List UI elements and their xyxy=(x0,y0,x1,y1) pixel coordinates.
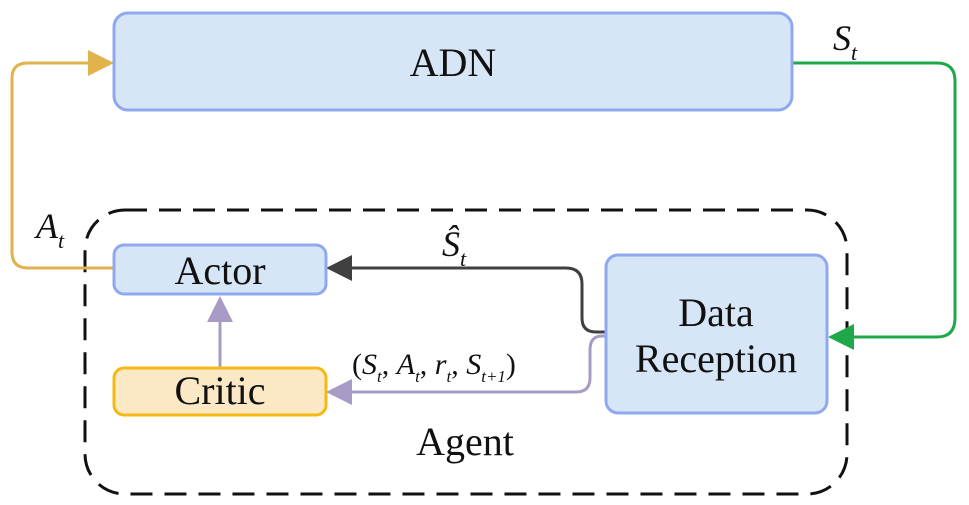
transition-label: (St, At, rt, St+1) xyxy=(352,348,516,386)
adn-label: ADN xyxy=(410,40,497,85)
action-symbol: A xyxy=(34,206,59,246)
state-estimate-subscript: t xyxy=(460,246,467,271)
transition-s-next-sub: t+1 xyxy=(481,367,506,386)
transition-arrow xyxy=(352,334,606,394)
transition-close: ) xyxy=(506,348,516,381)
critic-box xyxy=(112,366,328,417)
critic-label: Critic xyxy=(174,368,265,413)
state-estimate-label: Ŝt xyxy=(442,224,467,271)
transition-r: r xyxy=(435,348,447,381)
agent-label: Agent xyxy=(416,419,514,464)
transition-s-next: S xyxy=(466,348,481,381)
transition-sep2: , xyxy=(420,348,435,381)
data-reception-label-line2: Reception xyxy=(635,336,797,381)
transition-open: ( xyxy=(352,348,362,381)
state-label: St xyxy=(833,18,858,65)
agent-container xyxy=(83,208,849,496)
transition-a: A xyxy=(395,348,416,381)
state-arrowhead xyxy=(828,324,854,350)
action-arrow xyxy=(10,61,114,270)
transition-arrowhead xyxy=(326,379,352,405)
transition-s-sub: t xyxy=(377,367,383,386)
state-estimate-arrowhead xyxy=(326,255,352,281)
data-reception-box xyxy=(604,253,829,415)
actor-label: Actor xyxy=(174,248,265,293)
state-subscript: t xyxy=(851,40,858,65)
state-arrow xyxy=(792,61,957,339)
action-label: At xyxy=(34,206,65,253)
transition-r-sub: t xyxy=(446,367,452,386)
transition-sep3: , xyxy=(451,348,466,381)
action-arrowhead xyxy=(88,50,114,76)
data-reception-label-line1: Data xyxy=(678,290,754,335)
state-estimate-symbol: Ŝ xyxy=(442,224,460,264)
transition-sep1: , xyxy=(382,348,397,381)
actor-box xyxy=(112,243,328,296)
transition-a-sub: t xyxy=(415,367,421,386)
state-symbol: S xyxy=(833,18,851,58)
action-subscript: t xyxy=(58,228,65,253)
critic-to-actor-arrowhead xyxy=(207,296,233,322)
adn-box xyxy=(112,11,794,112)
transition-s: S xyxy=(362,348,377,381)
state-estimate-arrow xyxy=(352,266,606,334)
